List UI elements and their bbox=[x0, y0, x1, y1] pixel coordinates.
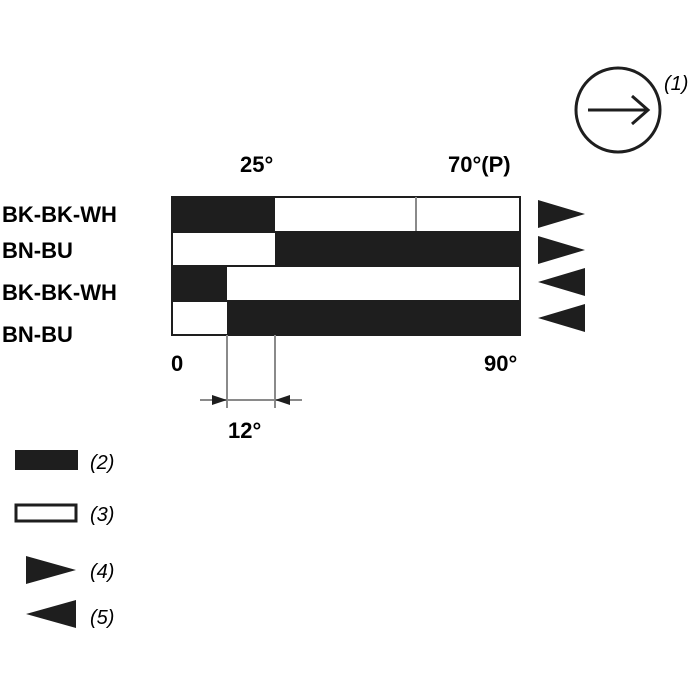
dimension-arrowhead bbox=[275, 395, 290, 405]
right-triangle-icon bbox=[538, 236, 585, 264]
left-triangle-icon bbox=[538, 268, 585, 296]
legend-ref: (5) bbox=[90, 607, 114, 629]
angle-end-label: 90° bbox=[484, 351, 517, 376]
offset-angle-label: 12° bbox=[228, 418, 261, 443]
left-triangle-icon bbox=[538, 304, 585, 332]
contact-row: BK-BK-WH bbox=[2, 196, 585, 233]
legend-ref: (3) bbox=[90, 504, 114, 526]
angle-switch-a-label: 25° bbox=[240, 152, 273, 177]
contact-row: BN-BU bbox=[2, 231, 585, 267]
contact-label: BN-BU bbox=[2, 322, 73, 347]
right-triangle-icon bbox=[538, 200, 585, 228]
closed-segment bbox=[275, 232, 520, 266]
left-triangle-icon bbox=[26, 600, 76, 628]
legend: (2) (3) (4) (5) bbox=[14, 450, 114, 629]
closed-segment bbox=[227, 301, 520, 335]
contact-row: BK-BK-WH bbox=[2, 265, 585, 305]
dimension-arrowhead bbox=[212, 395, 227, 405]
closed-segment bbox=[172, 266, 227, 301]
direction-ref: (1) bbox=[664, 73, 688, 95]
offset-dimension: 12° bbox=[200, 335, 302, 443]
direction-indicator: (1) bbox=[574, 66, 688, 154]
right-triangle-icon bbox=[26, 556, 76, 584]
angle-start-label: 0 bbox=[171, 351, 183, 376]
contact-label: BN-BU bbox=[2, 238, 73, 263]
angle-switch-b-label: 70°(P) bbox=[448, 152, 511, 177]
contact-label: BK-BK-WH bbox=[2, 280, 117, 305]
empty-bar-icon bbox=[14, 503, 78, 523]
row-frame bbox=[171, 265, 521, 302]
legend-ref: (4) bbox=[90, 561, 114, 583]
contact-label: BK-BK-WH bbox=[2, 202, 117, 227]
arrow-right-in-circle-icon bbox=[588, 94, 651, 126]
legend-ref: (2) bbox=[90, 452, 114, 474]
contact-row: BN-BU bbox=[2, 300, 585, 347]
filled-bar-icon bbox=[15, 450, 78, 470]
direction-circle bbox=[574, 66, 662, 154]
closed-segment bbox=[172, 197, 275, 232]
